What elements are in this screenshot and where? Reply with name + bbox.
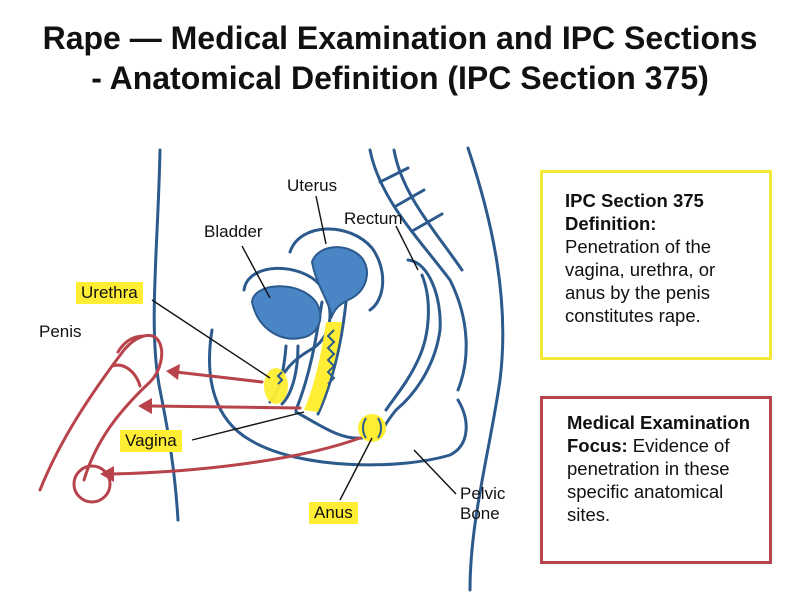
label-penis: Penis (39, 322, 82, 341)
arrow-to-urethra (174, 370, 264, 384)
sacrum-outline (368, 148, 468, 392)
vertebra-line-3 (412, 212, 444, 232)
urethra-wall-b (280, 344, 300, 406)
leader-urethra (151, 299, 271, 379)
vertebra-line-1 (378, 166, 410, 184)
label-pelvic-bone-line1: Pelvic (460, 484, 506, 503)
vaginal-rugae (326, 329, 336, 385)
penis-testis (72, 464, 112, 504)
label-bladder: Bladder (204, 222, 263, 241)
title-line-2: - Anatomical Definition (IPC Section 375… (91, 60, 709, 96)
examination-focus-box: Medical Examination Focus: Evidence of p… (540, 396, 772, 564)
bladder-organ (250, 285, 322, 340)
arrow-head-vagina (138, 398, 152, 414)
page-title: Rape — Medical Examination and IPC Secti… (0, 18, 800, 98)
vaginal-wall-back (316, 300, 348, 416)
definition-text: Penetration of the vagina, urethra, or a… (565, 236, 716, 326)
arrow-to-vagina (148, 404, 302, 410)
leader-rectum (395, 225, 419, 271)
perineum-line (294, 410, 364, 440)
uterus-outline (288, 227, 385, 312)
label-rectum: Rectum (344, 209, 403, 228)
urethra-rugae (276, 371, 284, 385)
penis-glans (116, 334, 146, 354)
arrow-head-anus (100, 466, 114, 482)
urethral-opening-highlight (264, 368, 288, 404)
label-anus: Anus (309, 502, 358, 524)
leader-bladder (241, 245, 271, 299)
focus-text: Evidence of penetration in these specifi… (567, 435, 730, 525)
rectum-outline (380, 258, 442, 434)
definition-heading: IPC Section 375 Definition: (565, 190, 704, 234)
definition-box: IPC Section 375 Definition: Penetration … (540, 170, 772, 360)
vertebra-line-2 (394, 188, 426, 208)
leader-pelvic-bone (413, 449, 457, 495)
label-vagina: Vagina (120, 430, 182, 452)
penis-glans-ridge (110, 363, 142, 388)
sacrum-inner (392, 148, 464, 272)
anal-sphincter (362, 417, 382, 439)
pelvic-outline (208, 328, 468, 467)
focus-heading: Medical Examination Focus: (567, 412, 750, 456)
leader-vagina (191, 411, 305, 441)
leader-anus (339, 437, 373, 501)
title-line-1: Rape — Medical Examination and IPC Secti… (42, 20, 758, 56)
penis-shaft (38, 334, 164, 492)
uterus-organ (310, 246, 368, 320)
label-pelvic-bone: Pelvic Bone (460, 484, 505, 524)
arrow-to-anus (110, 436, 362, 476)
rectum-inner (384, 273, 430, 412)
label-urethra: Urethra (76, 282, 143, 304)
label-uterus: Uterus (287, 176, 338, 195)
arrow-head-urethra (166, 364, 180, 380)
leader-uterus (315, 195, 327, 245)
body-back-outline (466, 146, 505, 592)
label-pelvic-bone-line2: Bone (460, 504, 500, 523)
body-front-outline (152, 148, 180, 522)
